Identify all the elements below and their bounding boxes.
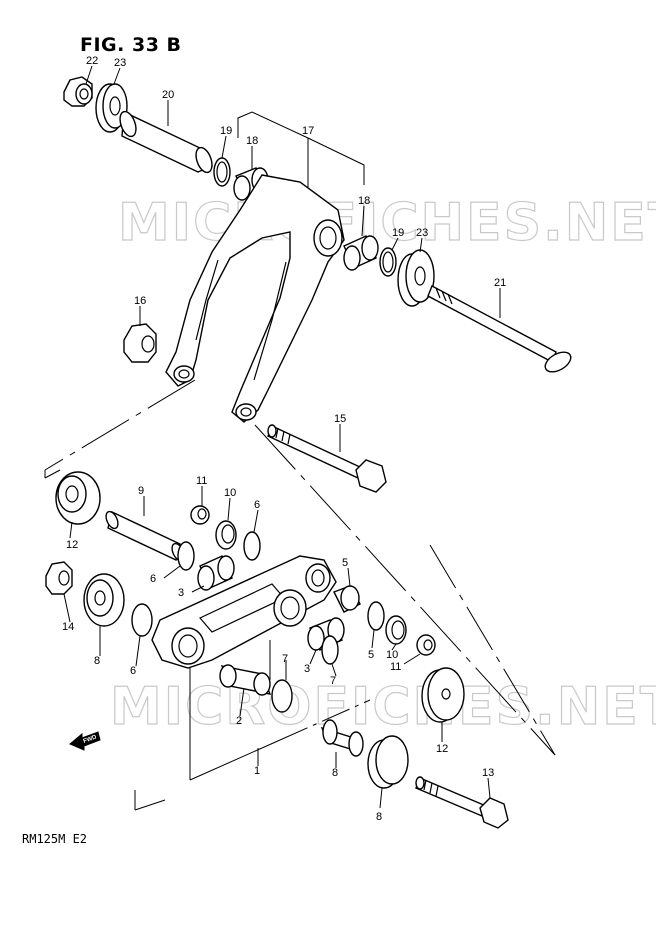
- part-11-collar: [190, 505, 210, 525]
- callout-3: 3: [178, 587, 184, 599]
- callout-19-right: 19: [392, 227, 404, 239]
- callout-10: 10: [224, 487, 236, 499]
- callout-6: 6: [150, 573, 156, 585]
- part-6-oring-bottom: [271, 679, 293, 713]
- part-19-oring-left: [213, 157, 231, 187]
- part-5-oring: [243, 531, 261, 561]
- callout-19: 19: [220, 125, 232, 137]
- part-6-oring: [177, 541, 195, 571]
- callout-14: 14: [62, 621, 74, 633]
- part-3-bearing: [197, 555, 235, 591]
- watermark-top: MICROFICHES.NET: [118, 193, 656, 253]
- callout-10-right: 10: [386, 649, 398, 661]
- part-9-sleeve: [105, 510, 185, 562]
- part-1-cushion-rod: [151, 555, 337, 669]
- part-8-washer-bottom: [367, 735, 409, 789]
- figure-title: FIG. 33 B: [80, 34, 182, 56]
- callout-23-right: 23: [416, 227, 428, 239]
- part-8-washer-left: [83, 573, 125, 627]
- part-7-sleeve: [320, 719, 364, 757]
- fwd-arrow-icon: FWD: [69, 731, 101, 751]
- part-23-washer: [95, 83, 128, 133]
- assembly-lines: [44, 111, 556, 811]
- callout-17: 17: [302, 125, 314, 137]
- part-4-collar: [333, 585, 361, 613]
- part-10-seal: [215, 520, 237, 550]
- callout-5: 6: [254, 499, 260, 511]
- part-12-washer-left: [55, 471, 101, 525]
- callout-4: 5: [342, 557, 348, 569]
- part-15-bolt: [267, 424, 387, 493]
- callout-5-right: 5: [368, 649, 374, 661]
- part-13-bolt: [415, 776, 509, 829]
- callout-18-right: 18: [358, 195, 370, 207]
- callout-3-center: 3: [304, 663, 310, 675]
- watermark-bottom: MICROFICHES.NET: [110, 677, 656, 737]
- part-19-oring-right: [379, 247, 397, 277]
- part-23-washer-right: [397, 249, 435, 307]
- part-17-cushion-lever: [165, 174, 345, 423]
- callout-18: 18: [246, 135, 258, 147]
- part-14-nut: [45, 561, 73, 595]
- part-2-sleeve: [219, 664, 272, 696]
- callout-20: 20: [162, 89, 174, 101]
- callout-13: 13: [482, 767, 494, 779]
- callout-22: 22: [86, 55, 98, 67]
- callout-1: 1: [254, 765, 260, 777]
- callout-21: 21: [494, 277, 506, 289]
- part-6-oring-lower: [131, 603, 153, 637]
- part-12-washer-right: [421, 667, 465, 723]
- callout-15: 15: [334, 413, 346, 425]
- part-10-seal-right: [385, 615, 407, 645]
- callout-12-right: 12: [436, 743, 448, 755]
- part-6-oring-center: [321, 635, 339, 665]
- callout-8: 8: [94, 655, 100, 667]
- part-5-oring-right: [367, 601, 385, 631]
- part-21-bolt: [427, 285, 572, 373]
- part-22-nut: [63, 76, 93, 107]
- callout-labels: 22 23 20 19 18 17 18 19 23 21 16 15 9 11…: [62, 55, 506, 823]
- callout-16: 16: [134, 295, 146, 307]
- part-20-sleeve: [119, 110, 214, 174]
- part-16-nut: [123, 323, 157, 363]
- callout-6-right: 7: [330, 675, 336, 687]
- model-code: RM125M E2: [22, 832, 88, 846]
- callout-23: 23: [114, 57, 126, 69]
- callout-6-center: 7: [282, 653, 288, 665]
- fwd-label: FWD: [83, 734, 99, 745]
- part-11-collar-right: [416, 634, 436, 656]
- callout-2: 2: [236, 715, 242, 727]
- callout-8-bottom: 8: [376, 811, 382, 823]
- callout-6-left: 6: [130, 665, 136, 677]
- callout-12: 12: [66, 539, 78, 551]
- callout-7: 8: [332, 767, 338, 779]
- part-18-bearing-right: [343, 235, 379, 271]
- leader-lines: [63, 65, 501, 809]
- callout-11-right: 11: [390, 661, 401, 673]
- callout-11: 11: [196, 475, 207, 487]
- callout-9: 9: [138, 485, 144, 497]
